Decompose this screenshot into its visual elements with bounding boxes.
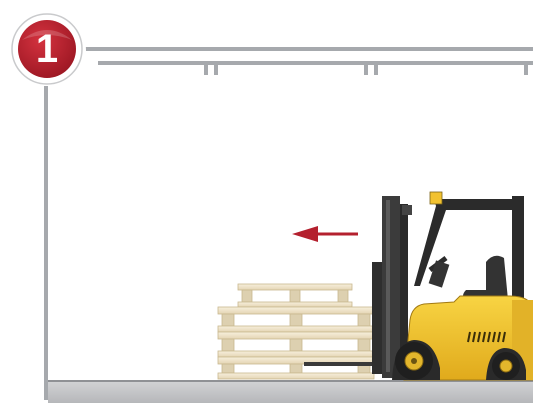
step-number: 1	[4, 14, 90, 84]
left-wall-post	[44, 78, 48, 400]
ceiling-beam	[84, 47, 533, 51]
ceiling-rail	[98, 61, 533, 65]
left-arrow-icon	[292, 226, 358, 242]
floor	[48, 380, 533, 403]
